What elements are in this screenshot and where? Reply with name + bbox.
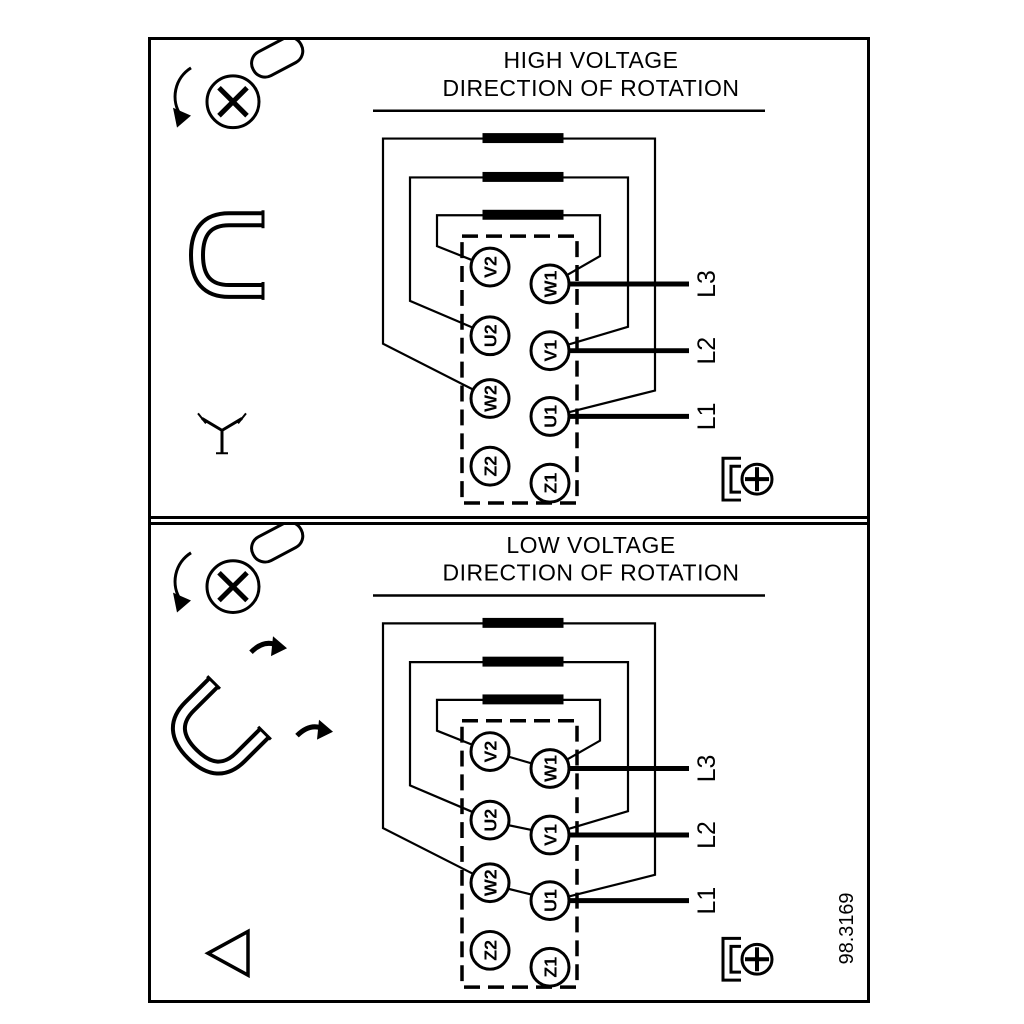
panel-high-voltage: HIGH VOLTAGE DIRECTION OF ROTATION bbox=[173, 40, 774, 505]
terminal-label-v1: V1 bbox=[540, 340, 560, 362]
screw-rotation-icon bbox=[173, 525, 305, 614]
supply-label-l3: L3 bbox=[693, 755, 721, 783]
terminal-z1 bbox=[529, 462, 571, 504]
terminal-w1 bbox=[529, 263, 571, 305]
supply-label-l2: L2 bbox=[693, 821, 721, 849]
panel-low-voltage: LOW VOLTAGE DIRECTION OF ROTATION bbox=[170, 525, 858, 989]
wire-outer bbox=[381, 622, 657, 898]
terminal-label-w2: W2 bbox=[480, 869, 500, 896]
terminal-label-u1: U1 bbox=[540, 405, 560, 428]
terminal-w2 bbox=[469, 862, 511, 904]
terminal-v1 bbox=[529, 330, 571, 372]
wire-outer bbox=[381, 137, 657, 414]
terminal-label-z2: Z2 bbox=[480, 456, 500, 477]
terminal-label-u2: U2 bbox=[480, 324, 500, 347]
terminal-z2 bbox=[469, 445, 511, 487]
supply-label-l2: L2 bbox=[693, 337, 721, 365]
terminal-label-w2: W2 bbox=[480, 385, 500, 412]
delta-connection-icon bbox=[204, 928, 250, 979]
wire-middle bbox=[408, 176, 630, 346]
wire-middle bbox=[408, 661, 630, 831]
title-line1: HIGH VOLTAGE bbox=[503, 47, 678, 73]
terminal-label-v2: V2 bbox=[480, 741, 500, 763]
terminal-u1 bbox=[529, 396, 571, 437]
wire-inner bbox=[435, 698, 602, 761]
terminal-screw-icon bbox=[721, 456, 774, 502]
terminal-z2 bbox=[469, 929, 511, 971]
terminal-label-z1: Z1 bbox=[540, 957, 560, 978]
supply-label-l1: L1 bbox=[693, 403, 721, 431]
screw-rotation-icon bbox=[173, 40, 305, 130]
rotation-arrowhead bbox=[173, 107, 191, 128]
figure-number: 98.3169 bbox=[836, 893, 858, 965]
connector-u2-v1 bbox=[507, 824, 533, 832]
remove-jumper-icon bbox=[170, 636, 333, 776]
connector-w2-u1 bbox=[507, 887, 533, 896]
terminal-label-z1: Z1 bbox=[540, 473, 560, 494]
terminal-u2 bbox=[469, 799, 511, 841]
remove-arrowhead bbox=[317, 719, 333, 740]
terminal-v2 bbox=[469, 731, 511, 772]
terminal-label-v1: V1 bbox=[540, 824, 560, 846]
terminal-w2 bbox=[469, 378, 511, 419]
title-line2: DIRECTION OF ROTATION bbox=[443, 560, 740, 586]
title-line1: LOW VOLTAGE bbox=[506, 532, 675, 558]
terminal-label-w1: W1 bbox=[540, 755, 560, 782]
rotation-arrowhead bbox=[173, 592, 191, 613]
terminal-label-z2: Z2 bbox=[480, 940, 500, 961]
terminal-block bbox=[460, 234, 579, 505]
terminal-w1 bbox=[529, 748, 571, 789]
terminal-v1 bbox=[529, 814, 571, 856]
terminal-block bbox=[460, 719, 579, 989]
terminal-label-u1: U1 bbox=[540, 889, 560, 912]
star-connection-icon bbox=[197, 412, 247, 455]
panel-divider bbox=[151, 516, 867, 525]
terminal-v2 bbox=[469, 246, 511, 288]
wire-inner bbox=[435, 214, 602, 276]
terminal-u2 bbox=[469, 315, 511, 357]
link-jumper-icon bbox=[188, 210, 265, 300]
terminal-u1 bbox=[529, 880, 571, 921]
supply-label-l1: L1 bbox=[693, 887, 721, 915]
terminal-screw-icon bbox=[721, 936, 774, 982]
terminal-z1 bbox=[529, 946, 571, 988]
remove-arrowhead bbox=[271, 636, 287, 657]
diagram-frame: HIGH VOLTAGE DIRECTION OF ROTATION bbox=[148, 37, 870, 1003]
supply-label-l3: L3 bbox=[693, 270, 721, 298]
terminal-label-u2: U2 bbox=[480, 809, 500, 832]
connector-v2-w1 bbox=[507, 755, 533, 765]
title-line2: DIRECTION OF ROTATION bbox=[443, 75, 740, 101]
terminal-label-w1: W1 bbox=[540, 271, 560, 298]
terminal-label-v2: V2 bbox=[480, 256, 500, 278]
